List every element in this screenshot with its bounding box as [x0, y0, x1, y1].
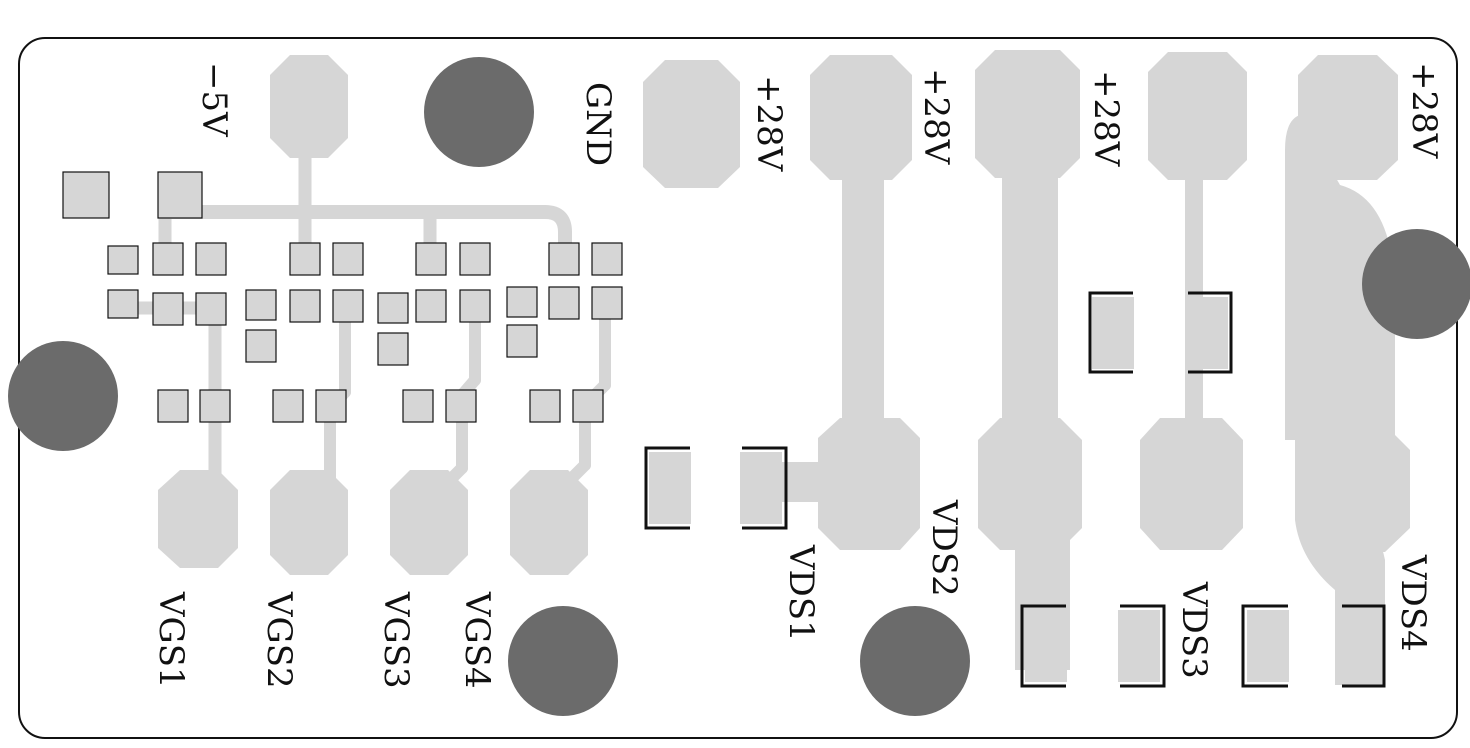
label-28v-1: +28V [749, 75, 789, 173]
label-28v-3: +28V [1086, 70, 1126, 168]
pad-28v-1-top [810, 55, 912, 180]
pad-vds2 [978, 418, 1082, 550]
silkscreen-labels: −5V GND +28V +28V +28V +28V VGS1 VGS2 VG… [151, 62, 1444, 689]
pad-vds4 [1305, 425, 1410, 552]
pad-vds1 [818, 418, 920, 550]
label-vds1: VDS1 [781, 544, 821, 642]
label-vgs3: VGS3 [376, 591, 416, 689]
pad-28v-4-top [1298, 55, 1398, 180]
hole-bottom-1 [508, 606, 618, 716]
label-vgs4: VGS4 [457, 591, 497, 689]
pad-vgs4 [510, 470, 588, 575]
label-gnd: GND [578, 82, 618, 166]
pad-vgs1 [158, 470, 238, 568]
hole-left [8, 341, 118, 451]
label-neg5v: −5V [194, 62, 234, 138]
label-vds3: VDS3 [1174, 581, 1214, 679]
label-vds4: VDS4 [1393, 554, 1433, 652]
label-vds2: VDS2 [924, 499, 964, 597]
drain-components [644, 291, 1386, 688]
hole-bottom-2 [860, 606, 970, 716]
pad-vgs2 [270, 470, 348, 575]
pad-vds3 [1140, 418, 1243, 550]
hole-top [424, 57, 534, 167]
pad-gnd [643, 60, 740, 188]
label-28v-2: +28V [916, 68, 956, 166]
hole-right [1362, 229, 1470, 339]
octagon-pads [158, 50, 1410, 575]
label-28v-4: +28V [1404, 62, 1444, 160]
smd-pads [62, 171, 623, 423]
label-vgs1: VGS1 [151, 591, 191, 689]
pad-28v-2-top [975, 50, 1080, 178]
pad-neg5v [270, 55, 348, 158]
label-vgs2: VGS2 [259, 591, 299, 689]
mounting-holes [8, 57, 1470, 716]
pad-vgs3 [390, 470, 468, 575]
pad-28v-3-top [1148, 52, 1247, 180]
